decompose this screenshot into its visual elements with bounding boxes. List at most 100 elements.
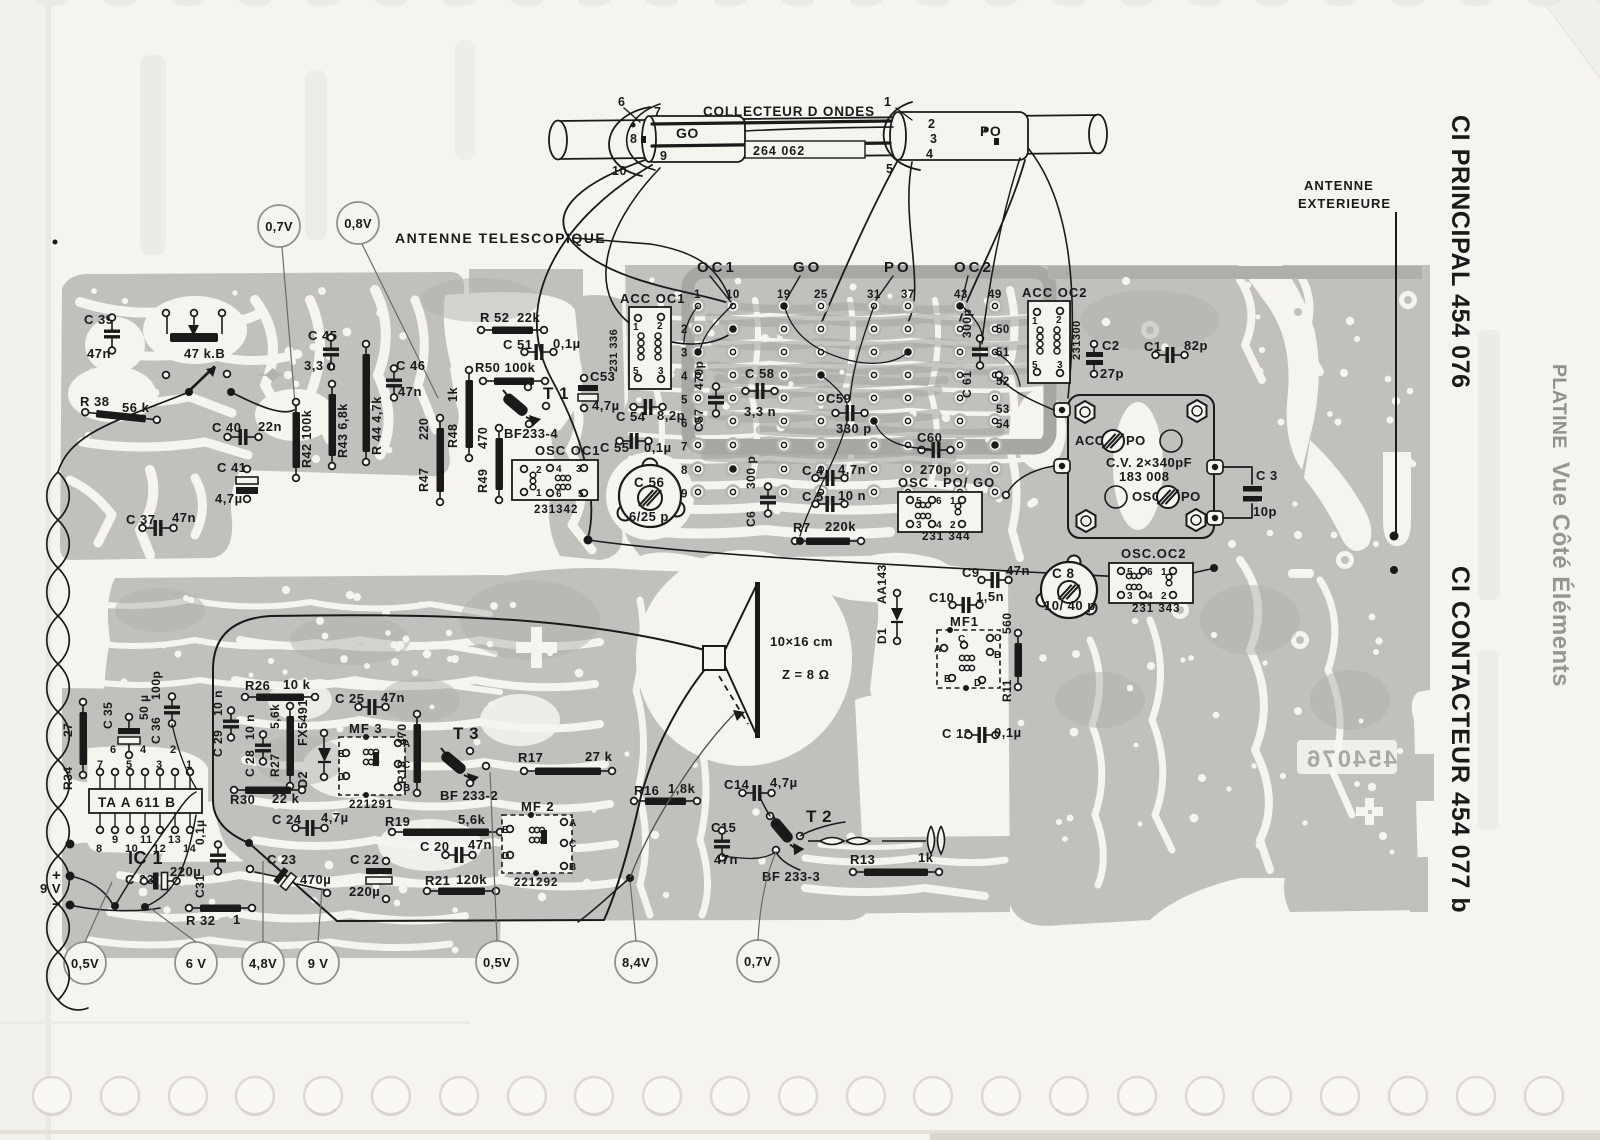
svg-text:3: 3 bbox=[681, 348, 688, 360]
svg-text:221292: 221292 bbox=[514, 877, 558, 889]
svg-text:4,7n: 4,7n bbox=[838, 462, 866, 477]
svg-text:R27: R27 bbox=[268, 753, 282, 777]
svg-text:ACC OC2: ACC OC2 bbox=[1022, 285, 1088, 300]
svg-text:1: 1 bbox=[1032, 316, 1038, 327]
svg-text:PLATINE: PLATINE bbox=[1548, 364, 1570, 449]
svg-text:100p: 100p bbox=[149, 671, 163, 700]
svg-text:A: A bbox=[934, 644, 942, 655]
svg-text:8: 8 bbox=[96, 843, 103, 855]
svg-text:231300: 231300 bbox=[1071, 320, 1083, 360]
svg-text:C 25: C 25 bbox=[335, 691, 364, 706]
svg-text:9: 9 bbox=[681, 489, 688, 501]
svg-text:R7: R7 bbox=[793, 520, 811, 535]
svg-text:50: 50 bbox=[996, 324, 1010, 336]
svg-text:C 41: C 41 bbox=[217, 460, 246, 475]
svg-text:C9: C9 bbox=[962, 565, 980, 580]
svg-text:MF 3: MF 3 bbox=[349, 721, 383, 736]
svg-text:50 µ: 50 µ bbox=[137, 694, 151, 720]
svg-text:0,8V: 0,8V bbox=[344, 216, 372, 231]
svg-text:4: 4 bbox=[926, 147, 933, 161]
svg-text:OSC . PO/ GO: OSC . PO/ GO bbox=[898, 475, 995, 490]
svg-text:C59: C59 bbox=[826, 391, 851, 406]
svg-text:8: 8 bbox=[630, 132, 637, 146]
svg-text:4,7µ: 4,7µ bbox=[592, 398, 620, 413]
svg-text:7: 7 bbox=[654, 105, 661, 119]
svg-text:2: 2 bbox=[657, 321, 663, 332]
svg-text:C10: C10 bbox=[929, 590, 954, 605]
svg-text:R21: R21 bbox=[425, 873, 450, 888]
svg-text:10: 10 bbox=[125, 843, 138, 855]
svg-text:560: 560 bbox=[1000, 612, 1014, 634]
svg-text:10 n: 10 n bbox=[243, 714, 257, 740]
svg-text:3: 3 bbox=[1127, 591, 1133, 602]
svg-text:6/25 p: 6/25 p bbox=[629, 509, 669, 524]
svg-text:7: 7 bbox=[681, 442, 688, 454]
svg-text:10/ 40 p: 10/ 40 p bbox=[1044, 598, 1096, 613]
svg-text:R47: R47 bbox=[417, 468, 431, 492]
svg-text:10 n: 10 n bbox=[211, 690, 225, 716]
svg-text:470µ: 470µ bbox=[300, 872, 331, 887]
svg-text:6: 6 bbox=[110, 744, 117, 756]
svg-text:47n: 47n bbox=[714, 852, 738, 867]
svg-text:7: 7 bbox=[97, 759, 104, 771]
svg-text:C 36: C 36 bbox=[149, 717, 163, 744]
svg-text:E: E bbox=[338, 749, 345, 760]
svg-text:231 344: 231 344 bbox=[922, 531, 971, 543]
svg-text:E: E bbox=[502, 825, 509, 836]
svg-text:9 V: 9 V bbox=[40, 881, 61, 896]
svg-text:47n: 47n bbox=[87, 346, 111, 361]
svg-text:R30: R30 bbox=[230, 792, 255, 807]
svg-text:C31: C31 bbox=[193, 874, 207, 898]
svg-text:221291: 221291 bbox=[349, 799, 393, 811]
svg-text:14: 14 bbox=[183, 843, 197, 855]
svg-text:B: B bbox=[569, 862, 577, 873]
svg-text:PO: PO bbox=[1126, 433, 1146, 448]
svg-text:C 37: C 37 bbox=[126, 512, 155, 527]
svg-text:47 k.B: 47 k.B bbox=[184, 346, 225, 361]
svg-text:C6: C6 bbox=[744, 511, 758, 527]
svg-text:4: 4 bbox=[681, 371, 688, 383]
svg-text:22 k: 22 k bbox=[272, 791, 300, 806]
svg-text:1: 1 bbox=[1161, 567, 1167, 578]
svg-text:47n: 47n bbox=[1006, 563, 1030, 578]
svg-text:TA A 611 B: TA A 611 B bbox=[98, 795, 176, 810]
svg-text:C.V. 2×340pF: C.V. 2×340pF bbox=[1106, 455, 1192, 470]
svg-text:51: 51 bbox=[996, 347, 1010, 359]
svg-text:56 k: 56 k bbox=[122, 400, 150, 415]
svg-text:C1: C1 bbox=[1144, 339, 1162, 354]
svg-text:C 24: C 24 bbox=[272, 812, 302, 827]
svg-text:R16: R16 bbox=[634, 783, 659, 798]
svg-text:231 336: 231 336 bbox=[608, 329, 620, 372]
svg-text:6: 6 bbox=[681, 418, 688, 430]
svg-text:6: 6 bbox=[556, 489, 562, 500]
svg-text:R49: R49 bbox=[476, 469, 490, 493]
svg-text:1: 1 bbox=[186, 759, 193, 771]
svg-text:54: 54 bbox=[996, 419, 1010, 431]
svg-text:ANTENNE: ANTENNE bbox=[1304, 178, 1374, 193]
svg-text:37: 37 bbox=[901, 289, 915, 301]
svg-text:D1: D1 bbox=[875, 628, 889, 644]
svg-text:C 29: C 29 bbox=[211, 730, 225, 757]
svg-text:2: 2 bbox=[928, 117, 935, 131]
svg-text:47n: 47n bbox=[172, 510, 196, 525]
svg-text:OC2: OC2 bbox=[954, 259, 994, 276]
svg-text:ACC.: ACC. bbox=[1075, 433, 1109, 448]
svg-text:OSC OC1: OSC OC1 bbox=[535, 443, 601, 458]
svg-text:3,3 n: 3,3 n bbox=[744, 404, 776, 419]
svg-text:22k: 22k bbox=[517, 310, 540, 325]
svg-text:9 V: 9 V bbox=[308, 956, 328, 971]
svg-text:82p: 82p bbox=[1184, 338, 1208, 353]
svg-text:T 3: T 3 bbox=[453, 724, 479, 743]
svg-text:1k: 1k bbox=[918, 850, 934, 865]
svg-text:C 56: C 56 bbox=[634, 475, 665, 490]
svg-text:1: 1 bbox=[950, 496, 956, 507]
svg-text:120k: 120k bbox=[456, 872, 487, 887]
svg-text:2: 2 bbox=[950, 520, 956, 531]
svg-text:B: B bbox=[403, 783, 411, 794]
svg-text:BF 233-3: BF 233-3 bbox=[762, 869, 820, 884]
svg-text:220µ: 220µ bbox=[349, 884, 380, 899]
svg-text:PO: PO bbox=[884, 259, 912, 276]
svg-text:4: 4 bbox=[556, 464, 562, 475]
svg-text:5: 5 bbox=[1032, 360, 1038, 371]
svg-text:R26: R26 bbox=[245, 678, 270, 693]
